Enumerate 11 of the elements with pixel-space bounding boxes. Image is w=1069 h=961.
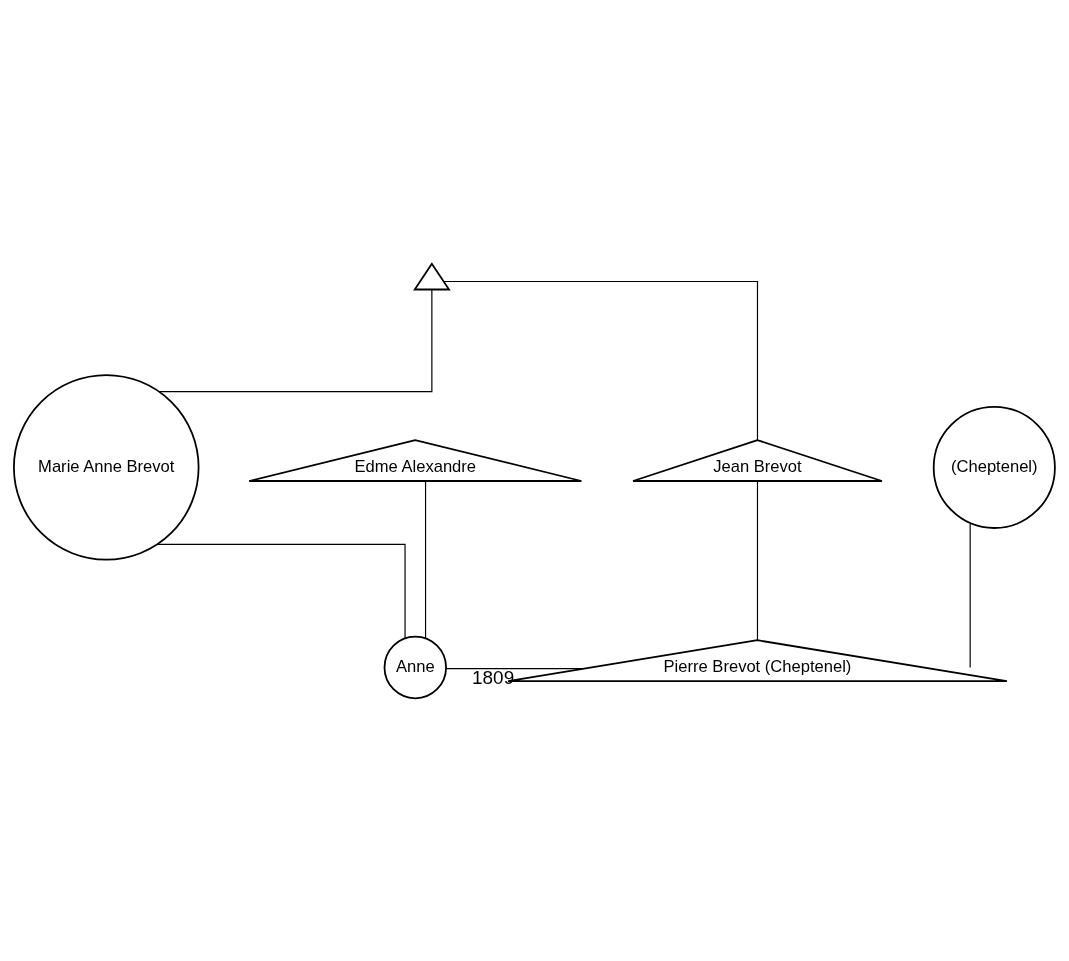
- connector: [157, 543, 406, 639]
- connector: [756, 480, 759, 641]
- connector: [969, 522, 971, 668]
- node-circle: Marie Anne Brevot: [13, 373, 200, 561]
- connector: [158, 288, 433, 392]
- connector: [424, 480, 427, 639]
- connector: [443, 280, 759, 441]
- node-triangle: [413, 261, 451, 290]
- connector: [445, 667, 585, 669]
- node-circle: (Cheptenel): [932, 405, 1056, 529]
- node-circle: Anne: [383, 635, 447, 699]
